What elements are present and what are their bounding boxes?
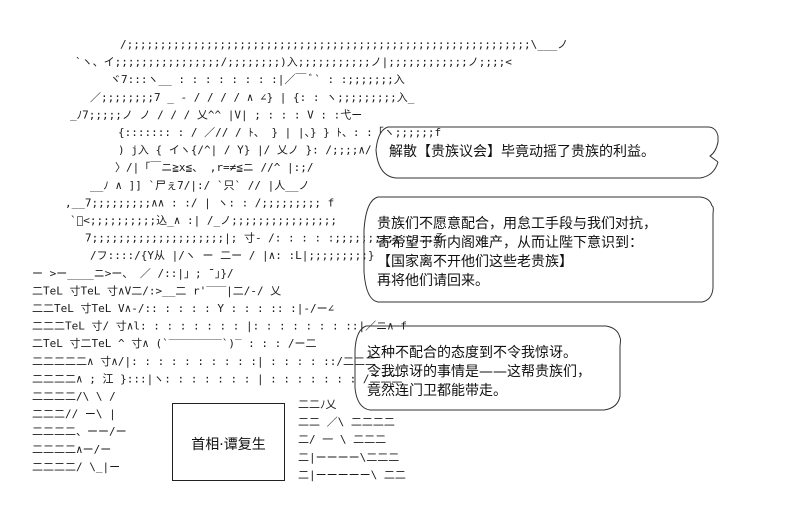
ascii-art-line: ／;;;;;;;;7 _ - / / / / ∧ ∠} | {: : ヽ;;;;…	[90, 91, 415, 104]
ascii-art-line: 二TeL 寸TeL 寸∧V二/:>__二 r'‾‾‾|二/‐/ 乂	[32, 283, 281, 297]
ascii-art-line: `ヽ、イ;;;;;;;;;;;;;;;;/;;;;;;;;)入;;;;;;;;;…	[75, 56, 512, 69]
ascii-art-line: /フ::::/{Y从 |/ヽ ー 二ー / |∧: :L|;;;;;;;;;}	[90, 249, 375, 262]
ascii-art-line: {::::::: : / ／// / ﾄ、 } | |、} } ﾄ、: :「ヽ;…	[118, 126, 441, 139]
ascii-art-right-line: 二二ﾉ乂	[298, 398, 337, 411]
ascii-art-line: 二二二二、ーー/ー	[32, 425, 127, 438]
ascii-art-line: ) j入 { イヽ{/^| / Y} |/ 乂ノ }: /;;;;∧/	[118, 144, 372, 157]
speech-bubble-2-text: 贵族们不愿意配合，用怠工手段与我们对抗， 寄希望于新内阁难产，从而让陛下意识到：…	[377, 216, 657, 289]
ascii-art-line: _ﾉ7;;;;;ノ ノ / / / 乂^^ |V| ; : : : V : :弋…	[70, 108, 362, 121]
ascii-art-line: ー >ー____ニ>ー、 ／ /::|」; ̄¯」}/	[32, 267, 234, 280]
ascii-art-line: __ﾉ ∧ ]] `尸ぇ7/|:/ `只` // |人__ノ	[90, 179, 309, 192]
ascii-art-right-line: 二|ーーーー\二二二	[298, 451, 399, 464]
ascii-art-line: 7;;;;;;;;;;;;;;;;;;;;|; 寸‐ /: : : : :;;;…	[85, 231, 445, 245]
ascii-art-line: /;;;;;;;;;;;;;;;;;;;;;;;;;;;;;;;;;;;;;;;…	[120, 38, 568, 51]
nameplate: 首相·谭复生	[172, 403, 285, 481]
speech-bubble-3	[354, 325, 621, 411]
ascii-art-line: 二二二二/\ \ /	[32, 390, 116, 403]
ascii-art-line: 二TeL 寸二TeL ^ 寸∧ (`‾‾‾‾‾‾‾‾`)‾ : : : /ー二	[32, 336, 317, 350]
ascii-art-right-line: 二/ 一 \ 二二二	[298, 433, 386, 446]
ascii-art-line: 二二二二二∧ 寸∧/|: : : : : : : : : :| : : : : …	[32, 354, 376, 368]
ascii-art-figure: /;;;;;;;;;;;;;;;;;;;;;;;;;;;;;;;;;;;;;;;…	[32, 38, 568, 473]
ascii-art-line: 〉/|「￣ニ≧x≦、 ,r=≠≦ニ //^ |:;/	[115, 160, 313, 174]
ascii-art-right-line: 二二 ／\ 二二二二	[298, 416, 395, 429]
speech-bubble-3-text: 这种不配合的态度到不令我惊讶。 令我惊讶的事情是——这帮贵族们， 竟然连门卫都能…	[367, 345, 591, 399]
speech-bubble-2	[363, 196, 714, 303]
speech-bubble-1-text: 解散【贵族议会】毕竟动摇了贵族的利益。	[389, 144, 655, 160]
ascii-art-line: 二二二// ー\ |	[32, 408, 116, 421]
ascii-art-line: 二二二二/ \_|ー	[32, 460, 120, 473]
ascii-art-line: ,__7;;;;;;;;;∧∧ : :/ | ヽ: : /;;;;;;;;; f	[65, 196, 334, 209]
speech-bubble-1	[375, 126, 719, 179]
ascii-art-line: ヾ7:::ヽ__ : : : : : : : :|／￣ ﾞ` : :;;;;;;…	[110, 72, 405, 86]
ascii-art-line: 二二TeL 寸TeL V∧‐/:: : : : : Y : : : :: :|‐…	[32, 301, 334, 315]
ascii-art-right-line: 二|ーーーーー\ 二二	[298, 468, 406, 481]
ascii-art-line: 二二二TeL 寸/ 寸∧l: : : : : : : : |: : : : : …	[32, 319, 407, 333]
nameplate-label: 首相·谭复生	[191, 437, 266, 453]
ascii-art-line: 二二二二∧ ; 江 }:::|ヽ: : : : : : : | : : : : …	[32, 372, 403, 385]
ascii-art-line: `ﾞ<;;;;;;;;;;込_∧ :| /_ノ;;;;;;;;;;;;;;;;	[70, 214, 337, 227]
ascii-art-line: 二二二二∧ー/ー	[32, 443, 111, 456]
